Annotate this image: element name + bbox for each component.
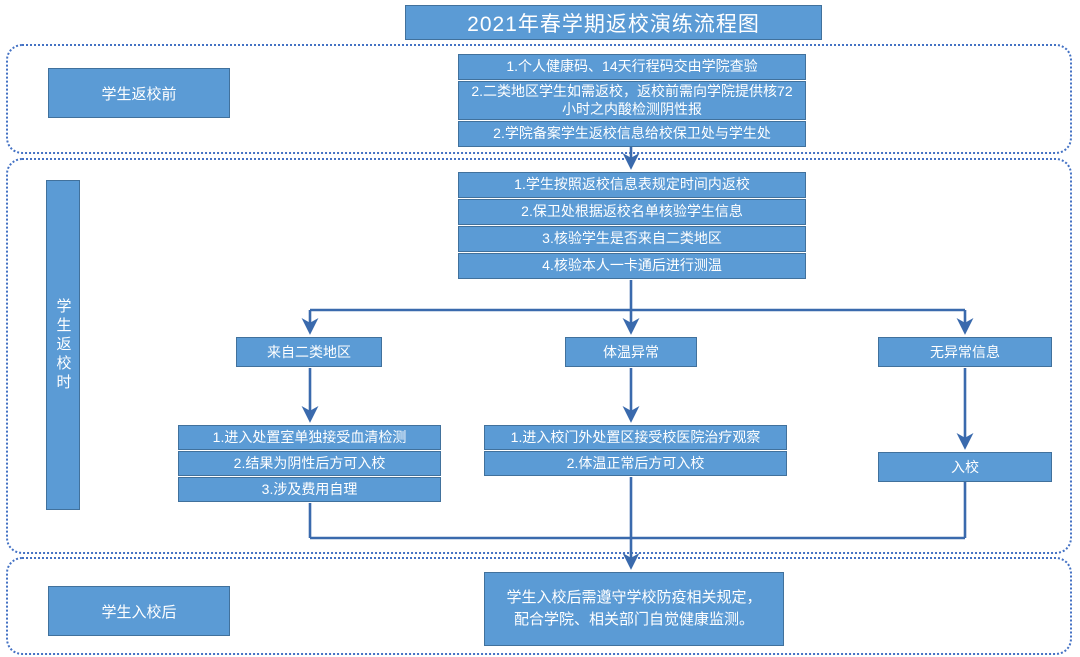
phase-label-during-return: 学生返校时: [46, 180, 80, 510]
section-during-return: [6, 158, 1072, 554]
action-item: 2.结果为阴性后方可入校: [178, 451, 441, 476]
before-return-steps: 1.个人健康码、14天行程码交由学院查验 2.二类地区学生如需返校，返校前需向学…: [458, 54, 806, 147]
section-before-return: [6, 44, 1072, 154]
condition-no-abnormality: 无异常信息: [878, 337, 1052, 367]
after-entry-note: 学生入校后需遵守学校防疫相关规定， 配合学院、相关部门自觉健康监测。: [484, 572, 784, 646]
step-item: 1.个人健康码、14天行程码交由学院查验: [458, 54, 806, 80]
phase-label-before-return: 学生返校前: [48, 68, 230, 118]
step-item: 1.学生按照返校信息表规定时间内返校: [458, 172, 806, 198]
actions-type2-region: 1.进入处置室单独接受血清检测 2.结果为阴性后方可入校 3.涉及费用自理: [178, 425, 441, 502]
action-item: 1.进入处置室单独接受血清检测: [178, 425, 441, 450]
action-enter-school: 入校: [878, 452, 1052, 482]
action-item: 2.体温正常后方可入校: [484, 451, 787, 476]
gate-check-steps: 1.学生按照返校信息表规定时间内返校 2.保卫处根据返校名单核验学生信息 3.核…: [458, 172, 806, 279]
step-item: 4.核验本人一卡通后进行测温: [458, 253, 806, 279]
step-item: 2.保卫处根据返校名单核验学生信息: [458, 199, 806, 225]
condition-type2-region: 来自二类地区: [236, 337, 382, 367]
step-item: 2.学院备案学生返校信息给校保卫处与学生处: [458, 121, 806, 147]
actions-abnormal-temperature: 1.进入校门外处置区接受校医院治疗观察 2.体温正常后方可入校: [484, 425, 787, 476]
phase-label-after-entry: 学生入校后: [48, 586, 230, 636]
condition-abnormal-temperature: 体温异常: [565, 337, 697, 367]
step-item: 2.二类地区学生如需返校，返校前需向学院提供核72小时之内酸检测阴性报: [458, 81, 806, 120]
step-item: 3.核验学生是否来自二类地区: [458, 226, 806, 252]
page-title: 2021年春学期返校演练流程图: [405, 5, 822, 40]
action-item: 1.进入校门外处置区接受校医院治疗观察: [484, 425, 787, 450]
action-item: 3.涉及费用自理: [178, 477, 441, 502]
section-after-entry: [6, 557, 1072, 655]
